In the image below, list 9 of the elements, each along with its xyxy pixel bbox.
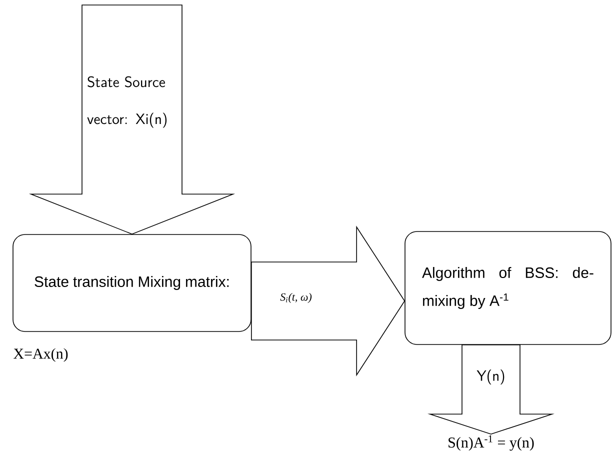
equation-text: X=Ax(n) — [14, 348, 68, 362]
result-text: S(n)A$^{-1}$ = y(n) — [448, 435, 534, 451]
block-arrow — [428, 344, 554, 435]
process-box: State transition Mixing matrix: — [12, 234, 252, 332]
edge-label: Y(n) — [476, 368, 506, 386]
edge-label: S$_{i}$(t, ω) — [279, 292, 313, 304]
process-box: Algorithm of BSS: de-mixing by A$^{-1}$ — [404, 231, 612, 345]
edge-label: State Source vector: Xi(n) — [86, 75, 178, 129]
block-arrow — [251, 226, 406, 376]
